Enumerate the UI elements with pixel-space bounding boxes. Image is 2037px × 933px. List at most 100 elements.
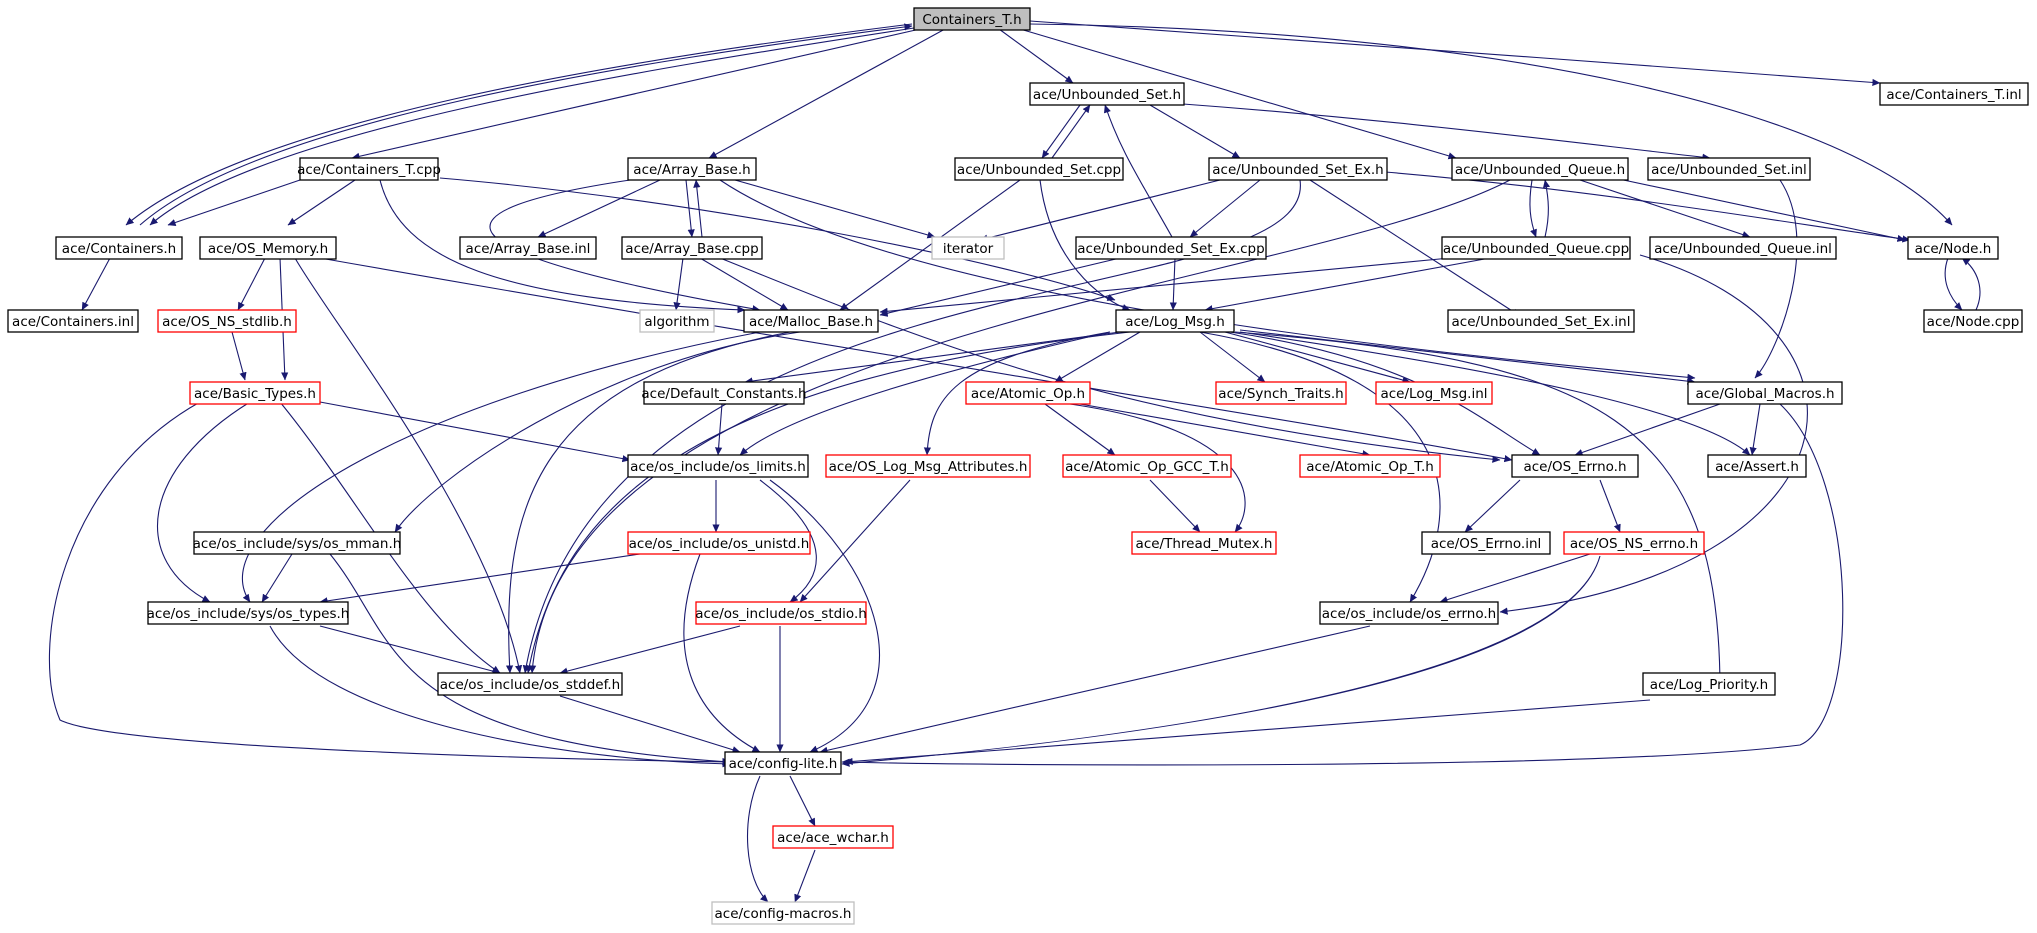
node-label: ace/Log_Priority.h xyxy=(1650,677,1768,693)
edge-unbounded-set-inl xyxy=(1169,102,1711,161)
node-log-msg-inl[interactable]: ace/Log_Msg.inl xyxy=(1375,381,1493,405)
edge-global-macros-assert xyxy=(1749,403,1761,456)
node-global-macros-h[interactable]: ace/Global_Macros.h xyxy=(1687,381,1843,405)
edge-log-msg-global-macros xyxy=(1239,329,1696,385)
edge-malloc-base-stddef xyxy=(505,331,791,674)
node-label: ace/os_include/os_errno.h xyxy=(1322,606,1496,622)
node-containers-h[interactable]: ace/Containers.h xyxy=(55,236,183,260)
node-box xyxy=(1511,454,1639,478)
node-box xyxy=(1907,236,1999,260)
node-iterator[interactable]: iterator xyxy=(931,236,1005,260)
node-unbounded-queue-cpp[interactable]: ace/Unbounded_Queue.cpp xyxy=(1441,236,1631,260)
edge-os-mman-os-types xyxy=(261,553,293,603)
edge-array-base-cpp-os-errno xyxy=(719,257,1501,463)
edge-global-macros-os-errno xyxy=(1574,403,1721,456)
node-ace-wchar-h[interactable]: ace/ace_wchar.h xyxy=(772,825,894,849)
edge-log-msg-log-priority xyxy=(1234,331,1724,691)
node-log-priority-h[interactable]: ace/Log_Priority.h xyxy=(1642,672,1776,696)
node-box xyxy=(193,531,401,555)
node-box xyxy=(1131,531,1277,555)
edge-ace-wchar-config-macros xyxy=(794,849,816,903)
node-node-h[interactable]: ace/Node.h xyxy=(1907,236,1999,260)
node-config-macros-h[interactable]: ace/config-macros.h xyxy=(711,901,855,925)
node-box xyxy=(695,601,867,625)
node-box xyxy=(1451,157,1629,181)
node-os-mman-h[interactable]: ace/os_include/sys/os_mman.h xyxy=(193,531,402,555)
node-os-errno-h[interactable]: ace/OS_Errno.h xyxy=(1511,454,1639,478)
node-box xyxy=(772,825,894,849)
node-box xyxy=(931,236,1005,260)
edge-containers-t-cpp-containers xyxy=(167,179,301,226)
node-label: ace/Node.h xyxy=(1915,241,1992,257)
node-os-types-h[interactable]: ace/os_include/sys/os_types.h xyxy=(147,601,350,625)
node-label: ace/os_include/os_limits.h xyxy=(630,459,806,475)
edge-unbounded-set-ex xyxy=(1149,104,1241,159)
node-atomic-op-gcc-t-h[interactable]: ace/Atomic_Op_GCC_T.h xyxy=(1062,454,1232,478)
node-basic-types-h[interactable]: ace/Basic_Types.h xyxy=(189,381,321,405)
node-root[interactable]: Containers_T.h xyxy=(913,7,1031,31)
node-array-base-h[interactable]: ace/Array_Base.h xyxy=(627,157,757,181)
node-unbounded-set-inl[interactable]: ace/Unbounded_Set.inl xyxy=(1647,157,1811,181)
node-unbounded-queue-h[interactable]: ace/Unbounded_Queue.h xyxy=(1451,157,1629,181)
edge-unbounded-queue-stddef xyxy=(529,179,1511,674)
edge-root-node xyxy=(1029,23,1953,226)
node-label: ace/Unbounded_Queue.inl xyxy=(1654,241,1832,257)
node-array-base-inl[interactable]: ace/Array_Base.inl xyxy=(459,236,597,260)
node-synch-traits-h[interactable]: ace/Synch_Traits.h xyxy=(1215,381,1347,405)
node-array-base-cpp[interactable]: ace/Array_Base.cpp xyxy=(621,236,763,260)
edge-containers-t-cpp-malloc-base xyxy=(379,179,746,314)
node-box xyxy=(437,672,623,696)
node-atomic-op-t-h[interactable]: ace/Atomic_Op_T.h xyxy=(1299,454,1441,478)
node-unbounded-set-ex-h[interactable]: ace/Unbounded_Set_Ex.h xyxy=(1208,157,1388,181)
edge-root-containers-1 xyxy=(125,23,913,226)
node-unbounded-queue-inl[interactable]: ace/Unbounded_Queue.inl xyxy=(1649,236,1837,260)
node-os-stdio-h[interactable]: ace/os_include/os_stdio.h xyxy=(695,601,867,625)
node-label: ace/Atomic_Op_T.h xyxy=(1306,459,1434,475)
node-log-msg-h[interactable]: ace/Log_Msg.h xyxy=(1115,309,1235,333)
node-os-unistd-h[interactable]: ace/os_include/os_unistd.h xyxy=(627,531,811,555)
edge-os-types-stddef xyxy=(319,625,501,675)
edge-unbounded-queue-cpp-back xyxy=(1542,179,1551,238)
node-os-log-msg-attributes-h[interactable]: ace/OS_Log_Msg_Attributes.h xyxy=(825,454,1031,478)
node-unbounded-set-cpp[interactable]: ace/Unbounded_Set.cpp xyxy=(954,157,1124,181)
node-malloc-base-h[interactable]: ace/Malloc_Base.h xyxy=(743,309,879,333)
node-default-constants-h[interactable]: ace/Default_Constants.h xyxy=(641,381,807,405)
edge-log-msg-os-log-msg-attributes xyxy=(923,331,1111,456)
node-assert-h[interactable]: ace/Assert.h xyxy=(1707,454,1807,478)
node-box xyxy=(1563,531,1705,555)
edge-node-cpp-back xyxy=(1961,257,1981,311)
edge-os-errno-inl xyxy=(1464,479,1521,533)
node-thread-mutex-h[interactable]: ace/Thread_Mutex.h xyxy=(1131,531,1277,555)
node-os-ns-errno-h[interactable]: ace/OS_NS_errno.h xyxy=(1563,531,1705,555)
node-box xyxy=(55,236,183,260)
edge-array-base-malloc-base xyxy=(489,179,761,313)
node-box xyxy=(1029,82,1185,106)
node-os-ns-stdlib-h[interactable]: ace/OS_NS_stdlib.h xyxy=(157,309,297,333)
node-box xyxy=(954,157,1124,181)
node-os-errno-inl[interactable]: ace/OS_Errno.inl xyxy=(1421,531,1551,555)
node-os-limits-h[interactable]: ace/os_include/os_limits.h xyxy=(627,454,809,478)
node-unbounded-set-ex-cpp[interactable]: ace/Unbounded_Set_Ex.cpp xyxy=(1075,236,1267,260)
node-containers-t-inl[interactable]: ace/Containers_T.inl xyxy=(1879,82,2029,106)
edge-malloc-base-os-mman xyxy=(394,331,801,533)
node-config-lite-h[interactable]: ace/config-lite.h xyxy=(724,751,842,775)
edge-log-msg-atomic-op xyxy=(1054,331,1141,383)
node-os-stddef-h[interactable]: ace/os_include/os_stddef.h xyxy=(437,672,623,696)
edge-root-containers-t-inl xyxy=(1029,20,1881,87)
node-containers-inl[interactable]: ace/Containers.inl xyxy=(7,309,139,333)
node-label: ace/Global_Macros.h xyxy=(1695,386,1834,402)
node-unbounded-set-ex-inl[interactable]: ace/Unbounded_Set_Ex.inl xyxy=(1447,309,1635,333)
node-node-cpp[interactable]: ace/Node.cpp xyxy=(1923,309,2023,333)
node-box xyxy=(1208,157,1388,181)
edge-unbounded-set-ex-inl xyxy=(1309,179,1521,317)
node-box xyxy=(1215,381,1347,405)
node-os-memory-h[interactable]: ace/OS_Memory.h xyxy=(199,236,337,260)
node-label: ace/os_include/os_stdio.h xyxy=(695,606,867,622)
node-algorithm[interactable]: algorithm xyxy=(639,309,715,333)
node-os-include-errno-h[interactable]: ace/os_include/os_errno.h xyxy=(1319,601,1499,625)
node-containers-t-cpp[interactable]: ace/Containers_T.cpp xyxy=(297,157,441,181)
node-atomic-op-h[interactable]: ace/Atomic_Op.h xyxy=(965,381,1091,405)
node-label: ace/OS_NS_stdlib.h xyxy=(162,314,292,330)
edge-array-base-cpp-malloc-base xyxy=(699,257,789,311)
node-unbounded-set-h[interactable]: ace/Unbounded_Set.h xyxy=(1029,82,1185,106)
